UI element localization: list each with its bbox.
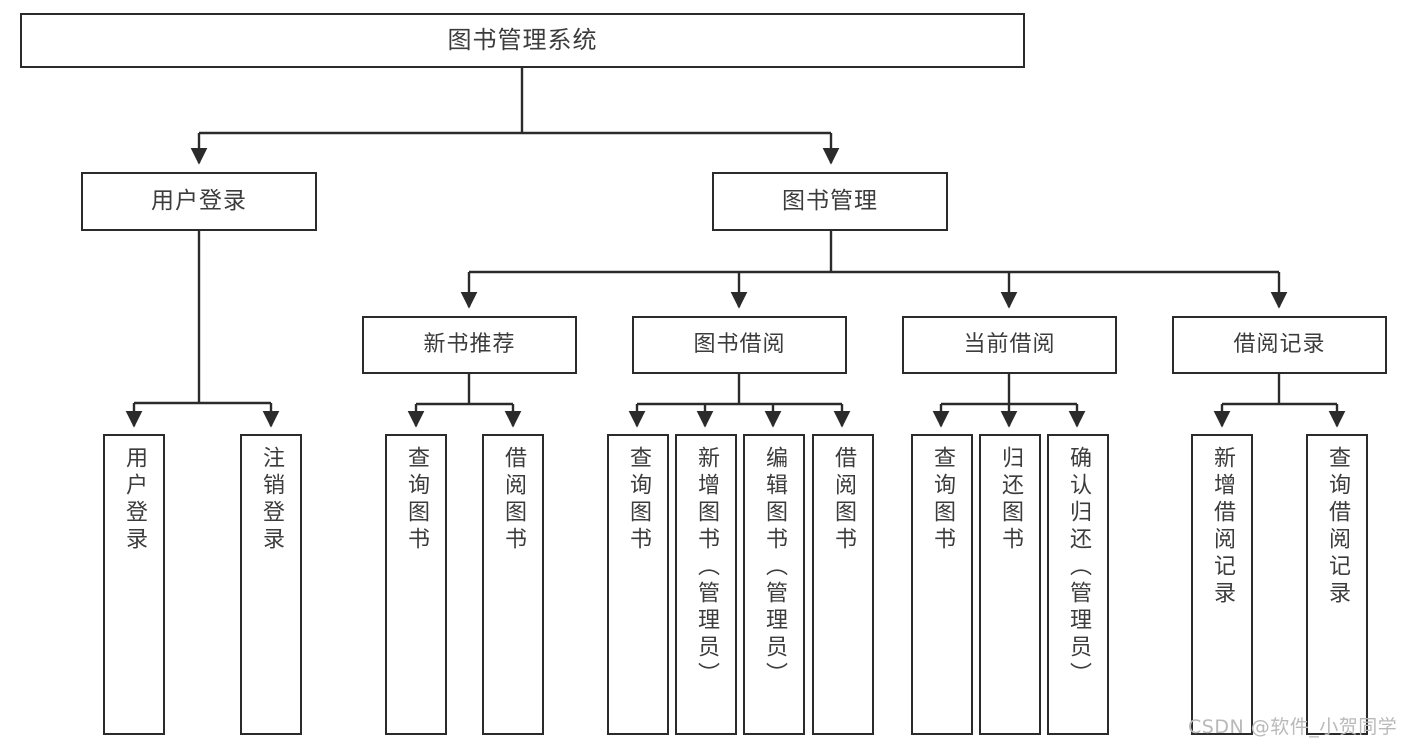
node-label: 新书推荐 <box>423 332 516 358</box>
node-new-book-recommend[interactable]: 新书推荐 <box>362 316 577 374</box>
leaf-query-book-recommend[interactable]: 查询图书 <box>385 434 447 735</box>
node-label: 查询借阅记录 <box>1325 446 1350 608</box>
node-label: 借阅图书 <box>831 446 856 554</box>
csdn-watermark: CSDN @软件_小贺同学 <box>1188 716 1398 738</box>
node-label: 图书管理系统 <box>447 26 598 55</box>
node-book-borrow[interactable]: 图书借阅 <box>632 316 847 374</box>
node-borrow-record[interactable]: 借阅记录 <box>1172 316 1387 374</box>
node-label: 图书管理 <box>782 187 878 214</box>
node-label: 编辑图书（管理员） <box>762 446 787 689</box>
node-user-login[interactable]: 用户登录 <box>81 172 317 231</box>
leaf-return-book[interactable]: 归还图书 <box>979 434 1041 735</box>
node-label: 注销登录 <box>259 446 284 554</box>
leaf-query-book-borrow[interactable]: 查询图书 <box>607 434 669 735</box>
node-label: 确认归还（管理员） <box>1066 446 1091 689</box>
node-label: 用户登录 <box>151 187 247 214</box>
node-label: 新增图书（管理员） <box>694 446 719 689</box>
leaf-query-borrow-record[interactable]: 查询借阅记录 <box>1306 434 1368 735</box>
leaf-borrow-book[interactable]: 借阅图书 <box>812 434 874 735</box>
node-label: 当前借阅 <box>963 332 1056 358</box>
node-book-management[interactable]: 图书管理 <box>712 172 948 231</box>
node-root-system[interactable]: 图书管理系统 <box>20 13 1025 68</box>
node-label: 查询图书 <box>626 446 651 554</box>
node-label: 归还图书 <box>998 446 1023 554</box>
node-label: 用户登录 <box>122 446 147 554</box>
leaf-user-login[interactable]: 用户登录 <box>103 434 165 735</box>
leaf-logout[interactable]: 注销登录 <box>240 434 302 735</box>
node-label: 查询图书 <box>930 446 955 554</box>
leaf-query-book-current[interactable]: 查询图书 <box>911 434 973 735</box>
node-label: 图书借阅 <box>693 332 786 358</box>
leaf-edit-book-admin[interactable]: 编辑图书（管理员） <box>743 434 805 735</box>
leaf-add-book-admin[interactable]: 新增图书（管理员） <box>675 434 737 735</box>
leaf-confirm-return-admin[interactable]: 确认归还（管理员） <box>1047 434 1109 735</box>
leaf-add-borrow-record[interactable]: 新增借阅记录 <box>1191 434 1253 735</box>
node-label: 查询图书 <box>404 446 429 554</box>
node-label: 借阅图书 <box>501 446 526 554</box>
node-label: 新增借阅记录 <box>1210 446 1235 608</box>
leaf-borrow-book-recommend[interactable]: 借阅图书 <box>482 434 544 735</box>
node-current-borrow[interactable]: 当前借阅 <box>902 316 1117 374</box>
node-label: 借阅记录 <box>1233 332 1326 358</box>
